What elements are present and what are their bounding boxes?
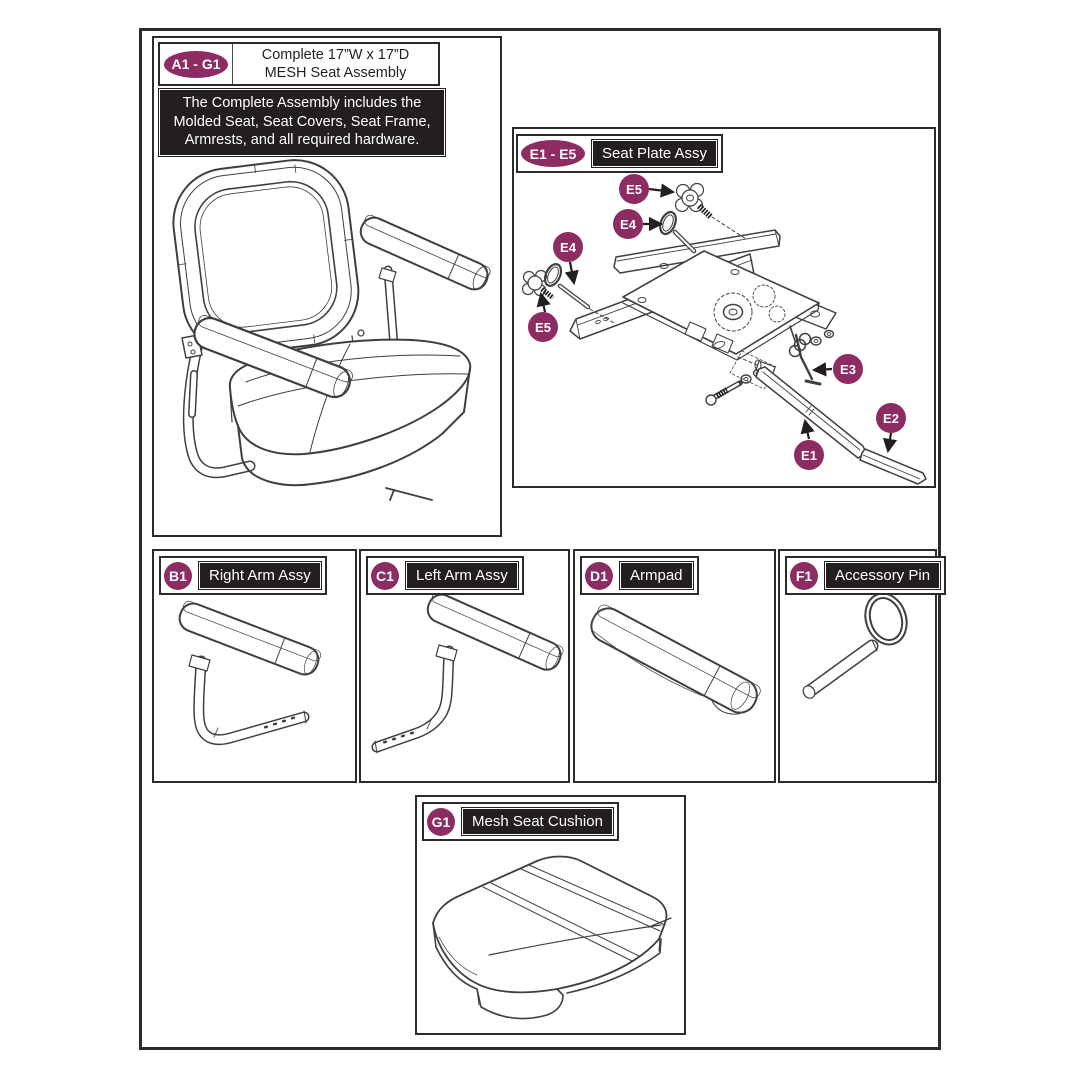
armpad-label: Armpad — [619, 561, 694, 590]
callout-e5-left: E5 — [528, 312, 558, 342]
description-line-2: Molded Seat, Seat Covers, Seat Frame, — [173, 113, 431, 130]
ref-badge-c1: C1 — [371, 561, 399, 590]
release-bar-e1 — [754, 359, 867, 459]
badge-cell: A1 - G1 — [160, 44, 233, 84]
right-armrest-bracket — [378, 267, 397, 283]
accessory-pin-header: F1 Accessory Pin — [785, 556, 947, 595]
right-arm-drawing — [178, 600, 322, 746]
complete-assembly-description: The Complete Assembly includes the Molde… — [158, 88, 446, 157]
tension-lever-group — [788, 325, 835, 386]
hinge-detail — [357, 329, 365, 337]
cushion-shape — [432, 855, 672, 1020]
panel-right-arm: B1 Right Arm Assy — [152, 549, 357, 783]
seat-plate — [622, 250, 837, 361]
title-line-1: Complete 17”W x 17”D — [261, 46, 410, 63]
armpad-shape — [590, 604, 761, 715]
left-arm-label: Left Arm Assy — [405, 561, 519, 590]
right-armrest-post — [383, 265, 399, 351]
ref-badge-b1: B1 — [164, 561, 192, 590]
hidden-outline — [729, 350, 777, 390]
right-armrest-pad — [359, 214, 491, 291]
ref-badge-f1: F1 — [790, 561, 818, 590]
right-arm-header: B1 Right Arm Assy — [159, 556, 327, 595]
callout-e4-top: E4 — [613, 209, 643, 239]
arm-tube — [193, 655, 310, 746]
complete-assembly-title: Complete 17”W x 17”D MESH Seat Assembly — [233, 44, 438, 84]
ref-badge-d1: D1 — [585, 561, 613, 590]
callout-e3: E3 — [833, 354, 863, 384]
title-line-2: MESH Seat Assembly — [264, 65, 407, 81]
description-line-3: Armrests, and all required hardware. — [184, 132, 420, 148]
ref-badge-g1: G1 — [427, 807, 455, 836]
armpad-shape — [426, 591, 564, 671]
ref-badge-e1-e5: E1 - E5 — [521, 140, 585, 167]
panel-accessory-pin: F1 Accessory Pin — [778, 549, 947, 783]
armpad-shape — [178, 600, 322, 676]
panel-complete-assembly: A1 - G1 Complete 17”W x 17”D MESH Seat A… — [152, 36, 502, 537]
complete-seat-drawing — [172, 159, 491, 501]
right-arm-label: Right Arm Assy — [198, 561, 322, 590]
left-arm-header: C1 Left Arm Assy — [366, 556, 524, 595]
outer-frame — [139, 28, 941, 1050]
armpad-header: D1 Armpad — [580, 556, 699, 595]
ref-badge-a1-g1: A1 - G1 — [164, 50, 228, 78]
callout-e4-left: E4 — [553, 232, 583, 262]
accessory-pin-drawing — [802, 592, 908, 699]
seat-plate-header: E1 - E5 Seat Plate Assy — [516, 134, 724, 173]
left-armrest — [181, 315, 353, 418]
panel-left-arm: C1 Left Arm Assy — [359, 549, 570, 783]
callout-e2: E2 — [876, 403, 906, 433]
pin-shape — [802, 592, 908, 699]
callout-e5-top: E5 — [619, 174, 649, 204]
seat-plate-exploded-drawing — [521, 182, 927, 485]
panel-mesh-cushion: G1 Mesh Seat Cushion — [415, 795, 686, 1035]
top-knob-group — [659, 182, 714, 254]
callout-arrows — [536, 183, 898, 454]
left-arm-drawing — [371, 591, 564, 754]
accessory-pin-label: Accessory Pin — [824, 561, 942, 590]
mesh-cushion-drawing — [432, 855, 672, 1020]
mesh-cushion-label: Mesh Seat Cushion — [461, 807, 614, 836]
complete-assembly-header: A1 - G1 Complete 17”W x 17”D MESH Seat A… — [158, 42, 440, 86]
panel-seat-plate: E1 - E5 Seat Plate Assy — [512, 127, 936, 488]
seat-plate-label: Seat Plate Assy — [591, 139, 719, 168]
assembly-guides — [589, 216, 763, 368]
panel-armpad: D1 Armpad — [573, 549, 776, 783]
left-knob-group — [521, 263, 591, 310]
mesh-cushion-header: G1 Mesh Seat Cushion — [422, 802, 619, 841]
arm-bracket — [435, 644, 458, 662]
armpad-drawing — [590, 604, 761, 715]
arm-tube — [371, 645, 455, 754]
callout-e1: E1 — [794, 440, 824, 470]
extension-bar-e2 — [859, 448, 927, 485]
arm-bracket — [188, 654, 211, 672]
description-line-1: The Complete Assembly includes the — [182, 95, 422, 111]
